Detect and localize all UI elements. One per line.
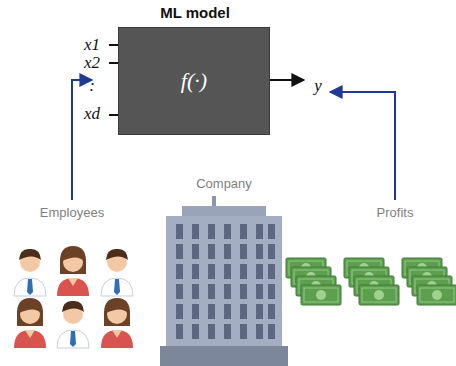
window	[224, 264, 231, 279]
window	[224, 284, 231, 299]
person-icon	[57, 246, 89, 296]
window	[268, 244, 275, 259]
input-tick	[109, 62, 118, 64]
window	[224, 244, 231, 259]
window	[224, 324, 231, 339]
window	[176, 264, 183, 279]
window	[192, 264, 199, 279]
window	[224, 304, 231, 319]
window	[268, 284, 275, 299]
person-icon	[101, 298, 133, 348]
window	[208, 324, 215, 339]
window	[176, 324, 183, 339]
window	[176, 244, 183, 259]
window	[256, 244, 263, 259]
banknote	[359, 285, 399, 305]
target-arrow	[330, 92, 395, 200]
banknote	[417, 285, 456, 305]
window	[240, 264, 247, 279]
window	[192, 324, 199, 339]
target-label: Profits	[377, 206, 414, 220]
person-icon	[57, 301, 89, 348]
money-icons	[286, 258, 456, 305]
person-icon	[14, 249, 46, 296]
window	[176, 304, 183, 319]
input-arrow	[72, 80, 92, 200]
window	[268, 224, 275, 239]
input-label: xd	[84, 105, 100, 124]
window	[268, 324, 275, 339]
window	[192, 244, 199, 259]
input-label: x2	[84, 54, 100, 73]
window	[208, 244, 215, 259]
window	[208, 304, 215, 319]
window	[192, 224, 199, 239]
output-label: y	[314, 77, 322, 96]
window	[268, 304, 275, 319]
window	[256, 264, 263, 279]
function-label: f(·)	[181, 68, 207, 94]
input-label: :	[89, 77, 95, 96]
window	[240, 304, 247, 319]
window	[268, 264, 275, 279]
model-box: f(·)	[118, 27, 270, 135]
source-label: Employees	[40, 206, 104, 220]
diagram-title: ML model	[160, 5, 230, 22]
window	[256, 304, 263, 319]
window	[208, 264, 215, 279]
window	[208, 284, 215, 299]
window	[176, 224, 183, 239]
window	[256, 284, 263, 299]
person-icon	[14, 298, 46, 348]
window	[256, 224, 263, 239]
input-tick	[109, 114, 118, 116]
window	[208, 224, 215, 239]
window	[256, 324, 263, 339]
window	[240, 324, 247, 339]
window	[240, 244, 247, 259]
window	[224, 224, 231, 239]
window	[240, 224, 247, 239]
person-icon	[101, 249, 133, 296]
employee-icons	[14, 246, 133, 348]
banknote	[301, 285, 341, 305]
window	[240, 284, 247, 299]
company-building	[160, 196, 288, 366]
window	[192, 304, 199, 319]
output-arrow	[270, 79, 304, 81]
company-label: Company	[196, 177, 252, 191]
window	[192, 284, 199, 299]
window	[176, 284, 183, 299]
input-label: x1	[84, 36, 100, 55]
input-tick	[109, 44, 118, 46]
